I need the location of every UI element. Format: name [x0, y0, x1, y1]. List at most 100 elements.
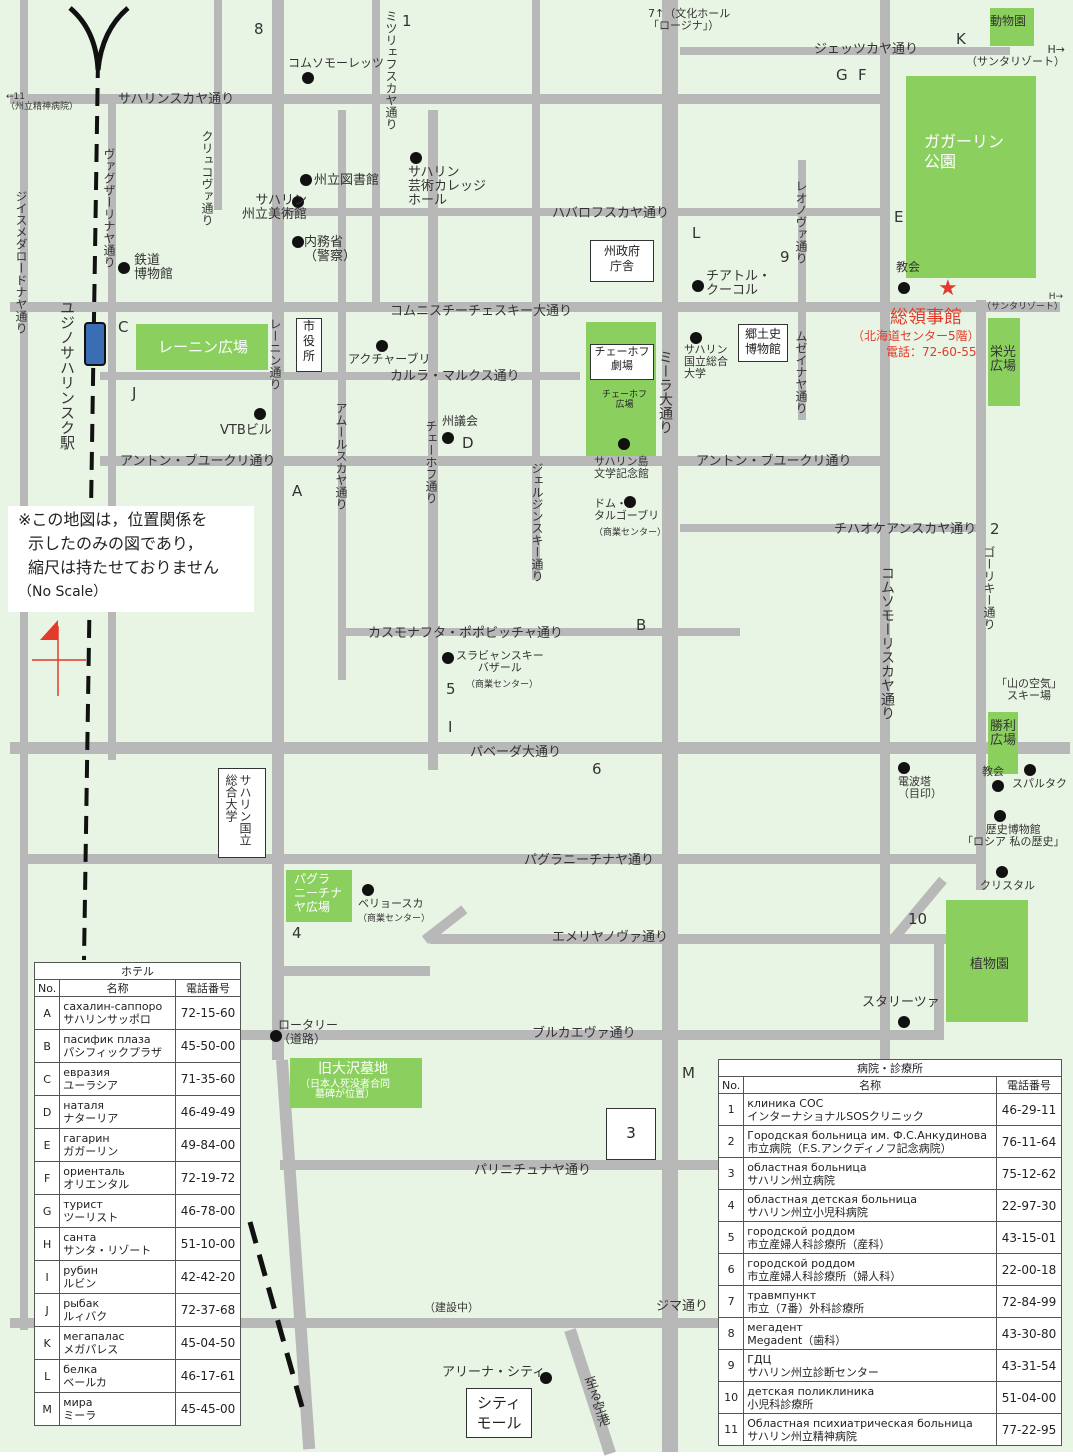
label-bogradnicheskaya: パグラニーチナヤ通り	[524, 853, 655, 868]
label-history-museum: 歴史博物館 「ロシア 私の歴史」	[962, 823, 1065, 848]
hotel-letter-M[interactable]: M	[682, 1064, 695, 1082]
road-krivzova	[214, 0, 222, 210]
poi-dot-arena-city[interactable]	[540, 1372, 552, 1384]
chekhov-square-area	[586, 322, 656, 456]
box-sakhalin-univ[interactable]	[218, 768, 266, 858]
poi-dot-college[interactable]	[410, 152, 422, 164]
poi-dot-kristall[interactable]	[996, 866, 1008, 878]
poi-dot-literary-museum[interactable]	[618, 438, 630, 450]
label-bulvarnaya: ブルカエヴァ通り	[532, 1026, 636, 1041]
label-velyuska: ベリョースカ	[358, 897, 424, 910]
poi-dot-akchaevka[interactable]	[376, 340, 388, 352]
hospital-number-8[interactable]: 8	[254, 20, 264, 38]
hotel-col-name: 名称	[59, 979, 176, 997]
label-college: サハリン 芸術カレッジ ホール	[408, 165, 487, 208]
station-marker[interactable]	[84, 322, 106, 366]
hospital-number-2[interactable]: 2	[990, 520, 1000, 538]
hospital-number-9[interactable]: 9	[780, 248, 790, 266]
consulate-star-icon[interactable]: ★	[938, 276, 958, 301]
poi-dot-parliament[interactable]	[442, 432, 454, 444]
hotel-letter-L[interactable]: L	[692, 224, 701, 242]
poi-dot-rotary[interactable]	[270, 1030, 282, 1042]
hotel-letter-B[interactable]: B	[636, 616, 647, 634]
row-name-ja: インターナショナルSOSクリニック	[747, 1109, 924, 1123]
zoo-area	[990, 8, 1034, 46]
label-consulate-sub: （北海道センター5階）	[852, 329, 980, 343]
row-number: M	[33, 1392, 61, 1426]
poi-dot-church2[interactable]	[992, 780, 1004, 792]
poi-dot-interior[interactable]	[292, 236, 304, 248]
box-chekhov-theater[interactable]: チェーホフ 劇場	[590, 344, 654, 380]
box-regional-govt[interactable]: 州政府 庁舎	[590, 240, 654, 282]
hotel-letter-A[interactable]: A	[292, 482, 303, 500]
row-tel: 71-35-60	[175, 1062, 241, 1096]
box-city-mall[interactable]: シティ モール	[466, 1388, 532, 1438]
label-vtb: VTBビル	[220, 423, 272, 438]
road-khabarovskaya	[280, 208, 880, 216]
hotel-letter-J[interactable]: J	[132, 384, 137, 402]
box-city-hall[interactable]: 市 役 所	[296, 318, 322, 372]
label-amurskaya: アムールスカヤ通り	[334, 402, 348, 510]
row-tel: 45-04-50	[175, 1326, 241, 1360]
poi-dot-velyuska[interactable]	[362, 884, 374, 896]
poi-dot-chitalnya[interactable]	[692, 280, 704, 292]
hotel-letter-I[interactable]: I	[448, 718, 453, 736]
row-name-ja: 市立（7番）外科診療所	[747, 1301, 865, 1315]
label-muzeinaya: ムゼイナヤ通り	[794, 330, 808, 414]
poi-dot-slavyanskiy[interactable]	[442, 652, 454, 664]
map-note: ※この地図は，位置関係を 示したのみの図であり， 縮尺は持たせておりません （N…	[8, 506, 254, 612]
hotel-letter-K[interactable]: K	[956, 30, 966, 48]
label-gorkogo: ゴーリキー通り	[982, 546, 996, 630]
label-kosmonavta: カスモナフタ・ポポビッチャ通り	[368, 626, 563, 641]
hotel-letter-G[interactable]: G	[836, 66, 848, 84]
poi-dot-library[interactable]	[300, 174, 312, 186]
row-tel: 46-29-11	[996, 1093, 1062, 1126]
hotel-letter-D[interactable]: D	[462, 434, 474, 452]
label-literary-museum: サハリン島 文学記念館	[594, 455, 649, 480]
hotel-letter-F[interactable]: F	[858, 66, 867, 84]
row-name-ru: мира	[63, 1396, 93, 1409]
poi-dot-railway-museum[interactable]	[118, 262, 130, 274]
poi-dot-church[interactable]	[898, 282, 910, 294]
row-tel: 22-97-30	[996, 1189, 1062, 1222]
label-chekhov-square: チェーホフ 広場	[602, 390, 648, 410]
poi-dot-vtb[interactable]	[254, 408, 266, 420]
hospital-number-4[interactable]: 4	[292, 924, 302, 942]
box-local-museum[interactable]: 郷土史 博物館	[738, 324, 788, 362]
label-zoo: 動物園	[990, 14, 1027, 28]
row-number: 9	[717, 1349, 745, 1382]
road-mitsulevskaya	[372, 0, 380, 306]
old-cemetery-area	[290, 1058, 422, 1108]
label-lenina: レーニン通り	[268, 318, 282, 390]
poi-dot-starets[interactable]	[898, 1016, 910, 1028]
hospital-number-10[interactable]: 10	[908, 910, 928, 928]
poi-dot-art-museum[interactable]	[292, 196, 304, 208]
label-zima: ジマ通り	[656, 1299, 709, 1314]
poi-dot-komsomolets[interactable]	[302, 72, 314, 84]
hotel-letter-E[interactable]: E	[894, 208, 904, 226]
poi-dot-spartak[interactable]	[1024, 764, 1036, 776]
poi-dot-tv-tower[interactable]	[898, 762, 910, 774]
poi-dot-dom-torgovli[interactable]	[624, 496, 636, 508]
row-name-ru: мегадент	[747, 1320, 803, 1334]
road-gorkogo	[976, 300, 986, 890]
poi-dot-state-university[interactable]	[690, 332, 702, 344]
road-bogradnicheskaya	[20, 854, 980, 864]
hospital-number-1[interactable]: 1	[402, 12, 412, 30]
hospital-number-6[interactable]: 6	[592, 760, 602, 778]
poi-dot-history-museum[interactable]	[994, 810, 1006, 822]
row-name-ru: пасифик плаза	[63, 1033, 151, 1046]
label-dom-torgovli-sub: （商業センター）	[594, 528, 667, 538]
hotel-letter-C[interactable]: C	[118, 318, 129, 336]
hospital-number-5[interactable]: 5	[446, 680, 456, 698]
row-name-ja: サンタ・リゾート	[63, 1244, 152, 1257]
row-number: A	[33, 996, 61, 1030]
road-dzhetskaya	[680, 47, 1010, 55]
